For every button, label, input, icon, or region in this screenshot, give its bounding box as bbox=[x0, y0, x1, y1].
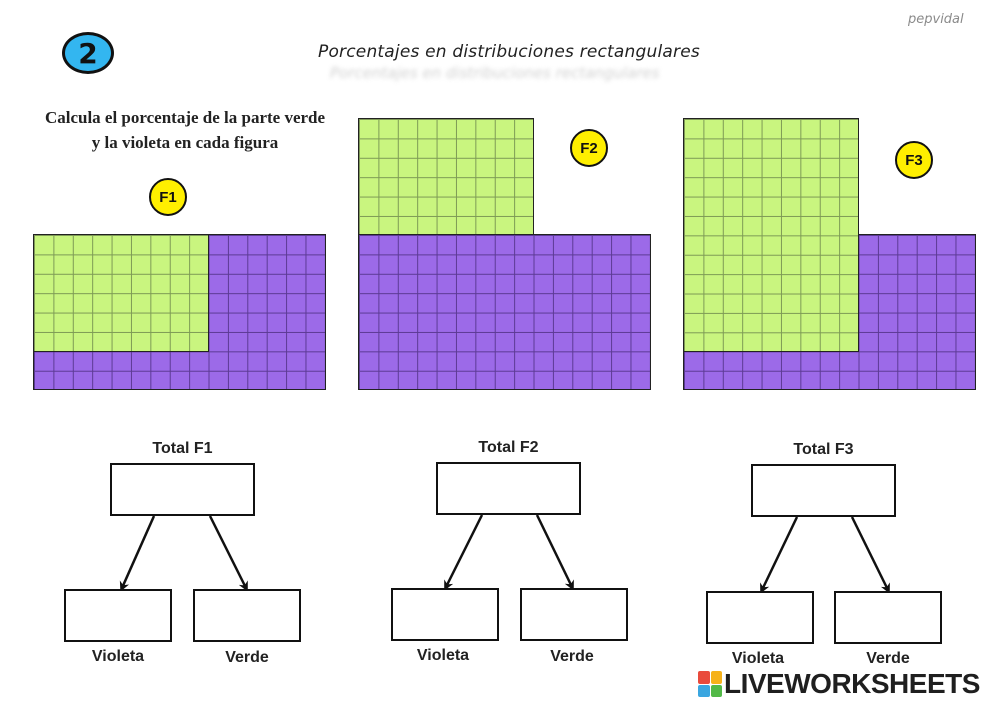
total-f1-label: Total F1 bbox=[152, 440, 213, 457]
author-credit: pepvidal bbox=[908, 12, 964, 27]
arrow-f1-green bbox=[208, 515, 248, 592]
liveworksheets-logo-text: LIVEWORKSHEETS bbox=[724, 668, 980, 699]
violeta-f3-label: Violeta bbox=[731, 650, 785, 667]
total-f2-answer-box[interactable] bbox=[436, 462, 581, 515]
arrow-f2-violet bbox=[444, 514, 484, 591]
violeta-f2-label: Violeta bbox=[416, 647, 470, 664]
verde-f2-label: Verde bbox=[550, 648, 594, 665]
verde-f2-answer-box[interactable] bbox=[520, 588, 628, 641]
total-f2-label: Total F2 bbox=[478, 439, 539, 456]
verde-f1-answer-box[interactable] bbox=[193, 589, 301, 642]
figure-f3-green-region bbox=[683, 118, 859, 352]
figure-badge-f1: F1 bbox=[149, 178, 187, 216]
violeta-f1-label: Violeta bbox=[91, 648, 145, 665]
figure-f2-green-region bbox=[358, 118, 534, 235]
page-title: Porcentajes en distribuciones rectangula… bbox=[318, 42, 700, 62]
figure-badge-f3: F3 bbox=[895, 141, 933, 179]
figure-badge-f2: F2 bbox=[570, 129, 608, 167]
instructions-text: Calcula el porcentaje de la parte verde … bbox=[44, 108, 326, 152]
arrow-f3-green bbox=[850, 516, 890, 594]
verde-f1-label: Verde bbox=[225, 649, 269, 666]
figure-f2-violet-region bbox=[358, 234, 651, 390]
violeta-f3-answer-box[interactable] bbox=[706, 591, 814, 644]
total-f3-label: Total F3 bbox=[793, 441, 854, 458]
liveworksheets-logo: LIVEWORKSHEETS bbox=[698, 668, 980, 700]
total-f1-answer-box[interactable] bbox=[110, 463, 255, 516]
arrow-f1-violet bbox=[119, 515, 156, 592]
exercise-number-badge: 2 bbox=[62, 32, 114, 74]
total-f3-answer-box[interactable] bbox=[751, 464, 896, 517]
arrow-f2-green bbox=[535, 514, 574, 591]
violeta-f1-answer-box[interactable] bbox=[64, 589, 172, 642]
title-shadow: Porcentajes en distribuciones rectangula… bbox=[330, 64, 660, 82]
verde-f3-answer-box[interactable] bbox=[834, 591, 942, 644]
violeta-f2-answer-box[interactable] bbox=[391, 588, 499, 641]
arrow-f3-violet bbox=[760, 516, 799, 594]
figure-f1-green-region bbox=[33, 234, 209, 352]
liveworksheets-logo-icon bbox=[698, 671, 722, 697]
verde-f3-label: Verde bbox=[866, 650, 910, 667]
